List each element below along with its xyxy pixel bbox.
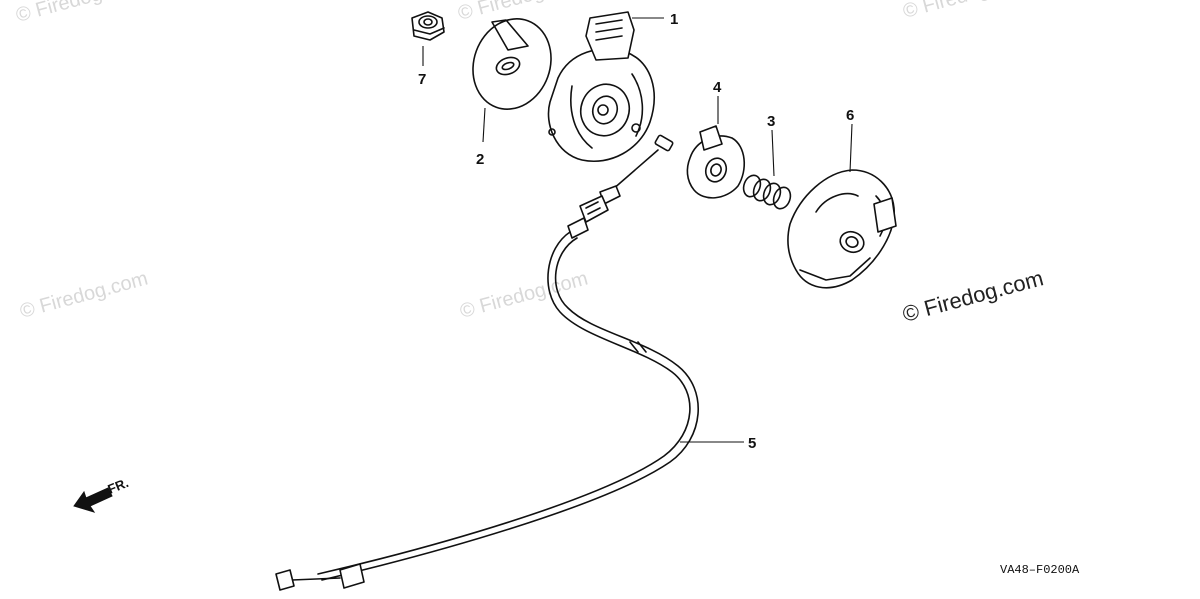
part-7-nut[interactable] [411,11,445,41]
front-direction-label: FR. [106,475,131,497]
part-2-plate[interactable] [461,8,564,120]
callout-1[interactable]: 1 [670,11,678,28]
watermark-top-left: © Firedog.com [14,0,147,27]
part-4-cam-plate[interactable] [686,125,745,199]
callout-3[interactable]: 3 [767,113,775,130]
watermark-main: © Firedog.com [900,265,1046,327]
leader-line-3 [771,129,775,177]
watermark-mid-center: © Firedog.com [458,268,591,323]
leader-line-6 [849,123,853,173]
part-6-cover[interactable] [787,169,897,289]
part-3-spring[interactable] [741,173,794,211]
watermark-top-right: © Firedog.com [901,0,1034,23]
leader-line-2 [482,107,486,143]
callout-4[interactable]: 4 [713,79,722,96]
callout-5[interactable]: 5 [748,435,756,452]
watermark-mid-left: © Firedog.com [18,268,151,323]
front-direction-indicator: FR. [73,475,131,513]
callout-6[interactable]: 6 [846,107,854,124]
callout-2[interactable]: 2 [476,151,484,168]
part-1-lever-housing[interactable] [547,11,655,162]
front-arrow-icon [73,487,113,513]
part-5-cable[interactable] [275,134,699,591]
callout-7[interactable]: 7 [418,71,426,88]
diagram-code: VA48–F0200A [1000,563,1080,577]
